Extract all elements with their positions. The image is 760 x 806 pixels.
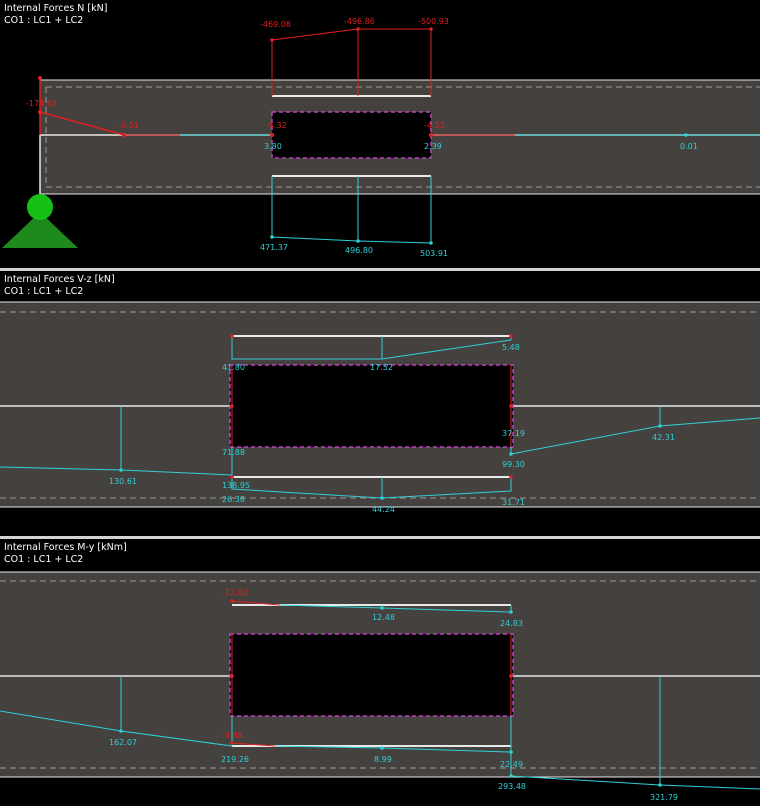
my-right-span-diagram <box>510 676 760 790</box>
panel-header: Internal Forces V-z [kN] CO1 : LC1 + LC2 <box>4 274 115 298</box>
opening <box>230 365 513 447</box>
my-label: 219.26 <box>221 755 249 764</box>
opening <box>230 634 513 716</box>
vz-label: 71.88 <box>222 448 245 457</box>
n-label: 471.37 <box>260 243 288 252</box>
opening-outline <box>229 364 514 448</box>
vz-label: 42.31 <box>652 433 675 442</box>
vz-diagram-canvas[interactable]: 41.80 17.52 5.48 71.88 37.19 99.30 42.31… <box>0 271 760 536</box>
panel-normal-force[interactable]: -469.08 -496.86 -500.93 -174.53 -0.01 -5… <box>0 0 760 268</box>
panel-subtitle: CO1 : LC1 + LC2 <box>4 286 84 297</box>
panel-title: Internal Forces V-z [kN] <box>4 274 115 285</box>
panel-separator[interactable] <box>0 268 760 271</box>
panel-header: Internal Forces M-y [kNm] CO1 : LC1 + LC… <box>4 542 127 566</box>
n-label: -496.86 <box>344 17 375 26</box>
my-bottom-chord-negative <box>231 742 276 747</box>
vz-label: 37.19 <box>502 429 525 438</box>
vz-label: 5.48 <box>502 343 520 352</box>
n-label: -174.53 <box>26 99 57 108</box>
vz-label: 130.61 <box>109 477 137 486</box>
my-label: 293.48 <box>498 782 526 791</box>
n-label: -469.08 <box>260 20 291 29</box>
panel-bending-moment[interactable]: -12.82 12.48 24.83 162.07 -4.88 219.26 8… <box>0 539 760 806</box>
n-label: -5.32 <box>266 121 287 130</box>
my-label: 321.79 <box>650 793 678 802</box>
vz-label: 26.38 <box>222 495 245 504</box>
vz-label: 99.30 <box>502 460 525 469</box>
my-label: -4.88 <box>222 731 243 740</box>
vz-label: 17.52 <box>370 363 393 372</box>
panel-separator[interactable] <box>0 536 760 539</box>
fixed-support-icon[interactable] <box>2 194 78 248</box>
n-label: 503.91 <box>420 249 448 258</box>
vz-label: 41.80 <box>222 363 245 372</box>
n-left-end-slope <box>39 111 125 136</box>
n-label: -0.01 <box>118 121 139 130</box>
vz-label: 138.95 <box>222 481 250 490</box>
n-label: 3.80 <box>264 142 282 151</box>
panel-shear-force[interactable]: 41.80 17.52 5.48 71.88 37.19 99.30 42.31… <box>0 271 760 536</box>
opening-outline <box>229 633 514 717</box>
my-label: 24.83 <box>500 619 523 628</box>
my-label: 12.48 <box>372 613 395 622</box>
panel-header: Internal Forces N [kN] CO1 : LC1 + LC2 <box>4 3 107 27</box>
n-label: 0.01 <box>680 142 698 151</box>
vz-label: 44.24 <box>372 505 395 514</box>
n-label: -4.53 <box>424 121 445 130</box>
my-label: -12.82 <box>222 588 248 597</box>
panel-title: Internal Forces M-y [kNm] <box>4 542 127 553</box>
my-label: 22.49 <box>500 760 523 769</box>
n-label: 2.39 <box>424 142 442 151</box>
my-top-chord-negative <box>231 600 281 606</box>
n-diagram-canvas[interactable]: -469.08 -496.86 -500.93 -174.53 -0.01 -5… <box>0 0 760 268</box>
vz-label: 31.71 <box>502 498 525 507</box>
n-label: -500.93 <box>418 17 449 26</box>
panel-title: Internal Forces N [kN] <box>4 3 108 14</box>
my-diagram-canvas[interactable]: -12.82 12.48 24.83 162.07 -4.88 219.26 8… <box>0 539 760 806</box>
my-top-chord-diagram <box>279 604 512 613</box>
panel-subtitle: CO1 : LC1 + LC2 <box>4 15 84 26</box>
opening <box>272 112 431 158</box>
n-label: 496.80 <box>345 246 373 255</box>
my-label: 8.99 <box>374 755 392 764</box>
my-label: 162.07 <box>109 738 137 747</box>
panel-subtitle: CO1 : LC1 + LC2 <box>4 554 84 565</box>
